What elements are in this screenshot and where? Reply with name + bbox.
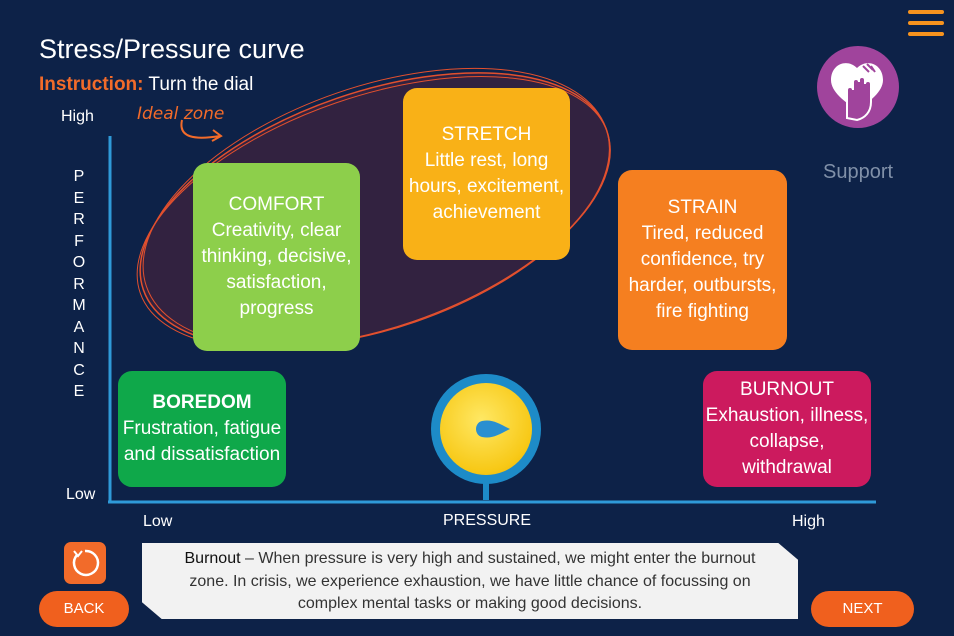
info-term: Burnout	[184, 550, 241, 567]
zone-title: STRETCH	[441, 124, 532, 145]
ideal-zone-label: Ideal zone	[137, 104, 225, 124]
y-axis-letter: R	[73, 211, 85, 228]
y-low-label: Low	[66, 486, 96, 503]
zone-title: BURNOUT	[740, 379, 834, 400]
y-axis-letter: O	[72, 254, 86, 271]
zone-burnout: BURNOUT Exhaustion, illness, collapse, w…	[703, 371, 871, 487]
zone-strain: STRAIN Tired, reduced confidence, try ha…	[618, 170, 787, 350]
page-title: Stress/Pressure curve	[39, 34, 305, 64]
next-button[interactable]: NEXT	[811, 591, 914, 627]
x-axis-title: PRESSURE	[443, 512, 532, 529]
zone-title: COMFORT	[228, 194, 325, 215]
zone-description: Creativity, clear thinking, decisive, sa…	[201, 220, 352, 319]
x-low-label: Low	[143, 513, 173, 530]
zone-title: STRAIN	[667, 197, 738, 218]
y-axis-letter: R	[73, 275, 85, 293]
support-label[interactable]: Support	[823, 161, 894, 183]
zone-description: Exhaustion, illness, collapse, withdrawa…	[705, 405, 869, 478]
back-button[interactable]: BACK	[39, 591, 129, 627]
dial-stem	[483, 482, 489, 500]
zone-comfort: COMFORT Creativity, clear thinking, deci…	[193, 163, 360, 351]
y-axis-letter: P	[73, 168, 85, 185]
zone-title: BOREDOM	[152, 392, 252, 413]
helping-hand-icon[interactable]	[817, 46, 899, 128]
zone-description: Tired, reduced confidence, try harder, o…	[628, 223, 777, 322]
instruction-label: Instruction:	[39, 74, 144, 95]
dial-pointer-icon	[476, 420, 510, 438]
y-axis-letter: E	[73, 383, 85, 400]
x-high-label: High	[792, 513, 825, 530]
ideal-zone-arrow	[180, 119, 221, 139]
zone-description: Frustration, fatigue and dissatisfaction	[122, 418, 282, 465]
instruction: Instruction: Turn the dial	[39, 74, 253, 96]
zone-description: Little rest, long hours, excitement, ach…	[408, 150, 565, 223]
pressure-dial[interactable]	[431, 374, 541, 484]
y-axis-letter: F	[74, 232, 84, 250]
info-text: – When pressure is very high and sustain…	[189, 550, 756, 612]
instruction-text: Turn the dial	[143, 74, 254, 95]
zone-boredom: BOREDOM Frustration, fatigue and dissati…	[118, 371, 286, 487]
y-axis-letter: A	[73, 318, 85, 336]
y-axis-letter: M	[72, 297, 86, 314]
y-axis-letter: E	[73, 189, 85, 207]
info-panel: Burnout – When pressure is very high and…	[142, 543, 798, 619]
y-high-label: High	[61, 108, 94, 125]
hamburger-menu-icon[interactable]	[908, 10, 944, 38]
y-axis-letter: C	[73, 361, 85, 379]
zone-stretch: STRETCH Little rest, long hours, excitem…	[403, 88, 570, 260]
reset-icon[interactable]	[64, 542, 106, 584]
y-axis-letter: N	[73, 340, 85, 357]
